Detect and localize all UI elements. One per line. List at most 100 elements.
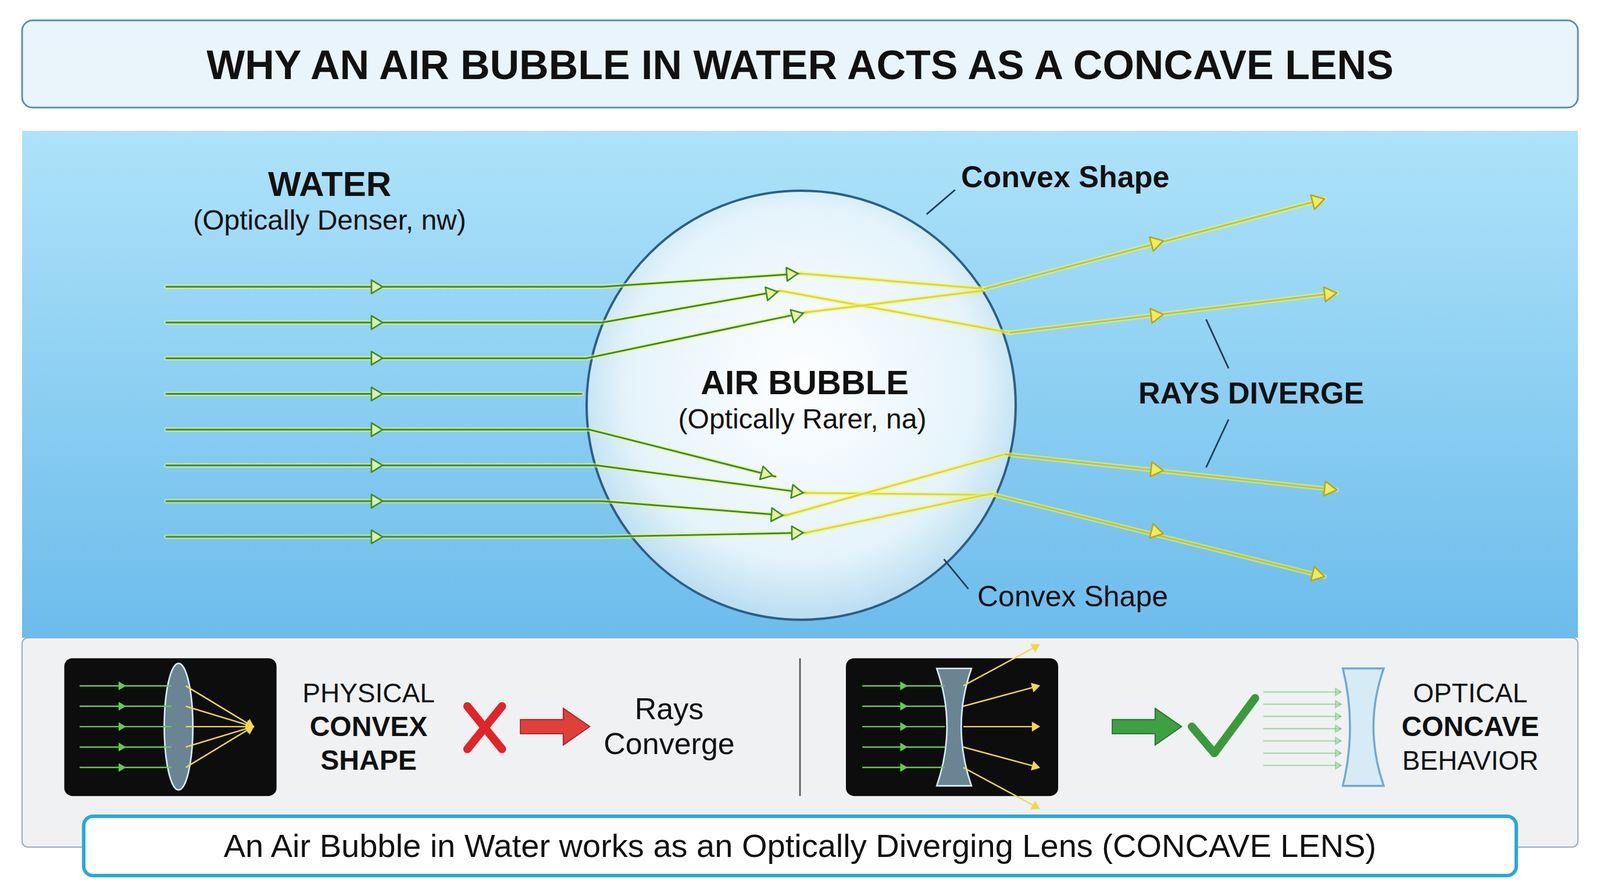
arrowhead (1335, 713, 1341, 720)
arrowhead (1335, 762, 1341, 769)
red-arrow (520, 708, 590, 745)
ray-glow (166, 429, 776, 477)
arrowhead (371, 387, 383, 401)
ray (984, 198, 1325, 289)
ray (185, 726, 253, 728)
concave-lens-icon (845, 641, 1059, 812)
ray (963, 767, 1039, 809)
arrowhead (791, 484, 805, 500)
divider (799, 658, 802, 796)
arrowhead (759, 466, 774, 482)
ray (806, 493, 996, 533)
ray (780, 290, 1011, 333)
arrowhead (371, 422, 383, 437)
ray-glow (166, 290, 781, 323)
ray-glow (806, 290, 982, 313)
ray (1263, 691, 1341, 693)
ray (166, 501, 786, 516)
ray-glow (984, 198, 1325, 289)
arrowhead (1335, 750, 1341, 757)
ray-glow (1005, 454, 1337, 490)
ray-glow (166, 312, 806, 359)
arrowhead (1311, 566, 1327, 584)
ray-glow (806, 493, 996, 533)
arrowhead (1311, 191, 1327, 210)
ray (166, 290, 781, 323)
arrowhead (901, 764, 907, 771)
arrowhead (901, 723, 907, 731)
bubble-fill (586, 190, 1016, 620)
arrowhead (371, 494, 383, 508)
arrowhead (791, 526, 804, 541)
arrowhead (1149, 233, 1166, 252)
ray (166, 429, 776, 477)
ray (1263, 727, 1341, 730)
arrowhead (901, 702, 907, 710)
arrowhead (119, 744, 125, 751)
ray (785, 454, 1005, 516)
bubble-title: AIR BUBBLE (700, 363, 909, 403)
ray-glow (1010, 293, 1338, 333)
ray-glow (166, 273, 802, 287)
ray (963, 686, 1039, 707)
arrowhead (245, 723, 256, 733)
ray-glow (806, 493, 996, 496)
arrowhead (371, 530, 383, 544)
ray-glow (166, 501, 786, 516)
callout-label: Convex Shape (961, 159, 1170, 195)
arrowhead (1323, 285, 1338, 302)
arrowhead (371, 280, 383, 294)
arrowhead (901, 744, 907, 751)
arrowhead (1335, 725, 1341, 732)
arrowhead (1150, 306, 1164, 324)
ray-glow (166, 465, 806, 493)
ray-glow (166, 532, 806, 537)
panel-note: Rays Converge (581, 691, 757, 762)
arrowhead (1335, 688, 1341, 696)
ray (963, 644, 1039, 686)
panel-word: BEHAVIOR (1402, 745, 1539, 777)
ray-glow (785, 454, 1005, 516)
arrowhead (1032, 723, 1039, 731)
arrowhead (1335, 737, 1341, 745)
ray (185, 686, 253, 727)
ray (1263, 715, 1341, 717)
green-arrow (1112, 708, 1182, 745)
arrowhead (119, 702, 125, 710)
caption-box (83, 816, 1517, 876)
region-subtitle: (Optically Denser, nw) (193, 204, 466, 237)
arrowhead (1335, 701, 1341, 708)
arrowhead (765, 285, 779, 301)
ray-glow (994, 494, 1325, 577)
arrowhead (790, 306, 806, 323)
faint-rays (1263, 688, 1341, 769)
arrowhead (119, 682, 125, 689)
arrowhead (901, 682, 907, 689)
arrowhead (1031, 762, 1040, 771)
concave-lens-outline (1343, 668, 1384, 787)
panel-word: SHAPE (320, 744, 417, 777)
check-mark (1191, 698, 1256, 754)
ray (963, 726, 1039, 728)
arrowhead (1149, 523, 1166, 542)
ray-glow (780, 290, 1011, 333)
ray (963, 747, 1039, 768)
callout-label: RAYS DIVERGE (1138, 376, 1364, 412)
ray (185, 726, 253, 748)
ray (166, 532, 806, 537)
ray (185, 706, 253, 727)
convex-lens-icon (64, 658, 277, 796)
ray (994, 494, 1325, 577)
caption-text: An Air Bubble in Water works as an Optic… (223, 827, 1377, 865)
panel-word: CONVEX (309, 710, 428, 743)
arrowhead (119, 723, 125, 731)
red-cross (467, 706, 503, 750)
ray (806, 493, 996, 496)
ray (1263, 765, 1341, 767)
ray (1005, 454, 1337, 490)
arrowhead (1031, 641, 1041, 652)
ray (166, 312, 806, 359)
ray (1263, 703, 1341, 705)
ray (1263, 752, 1341, 754)
